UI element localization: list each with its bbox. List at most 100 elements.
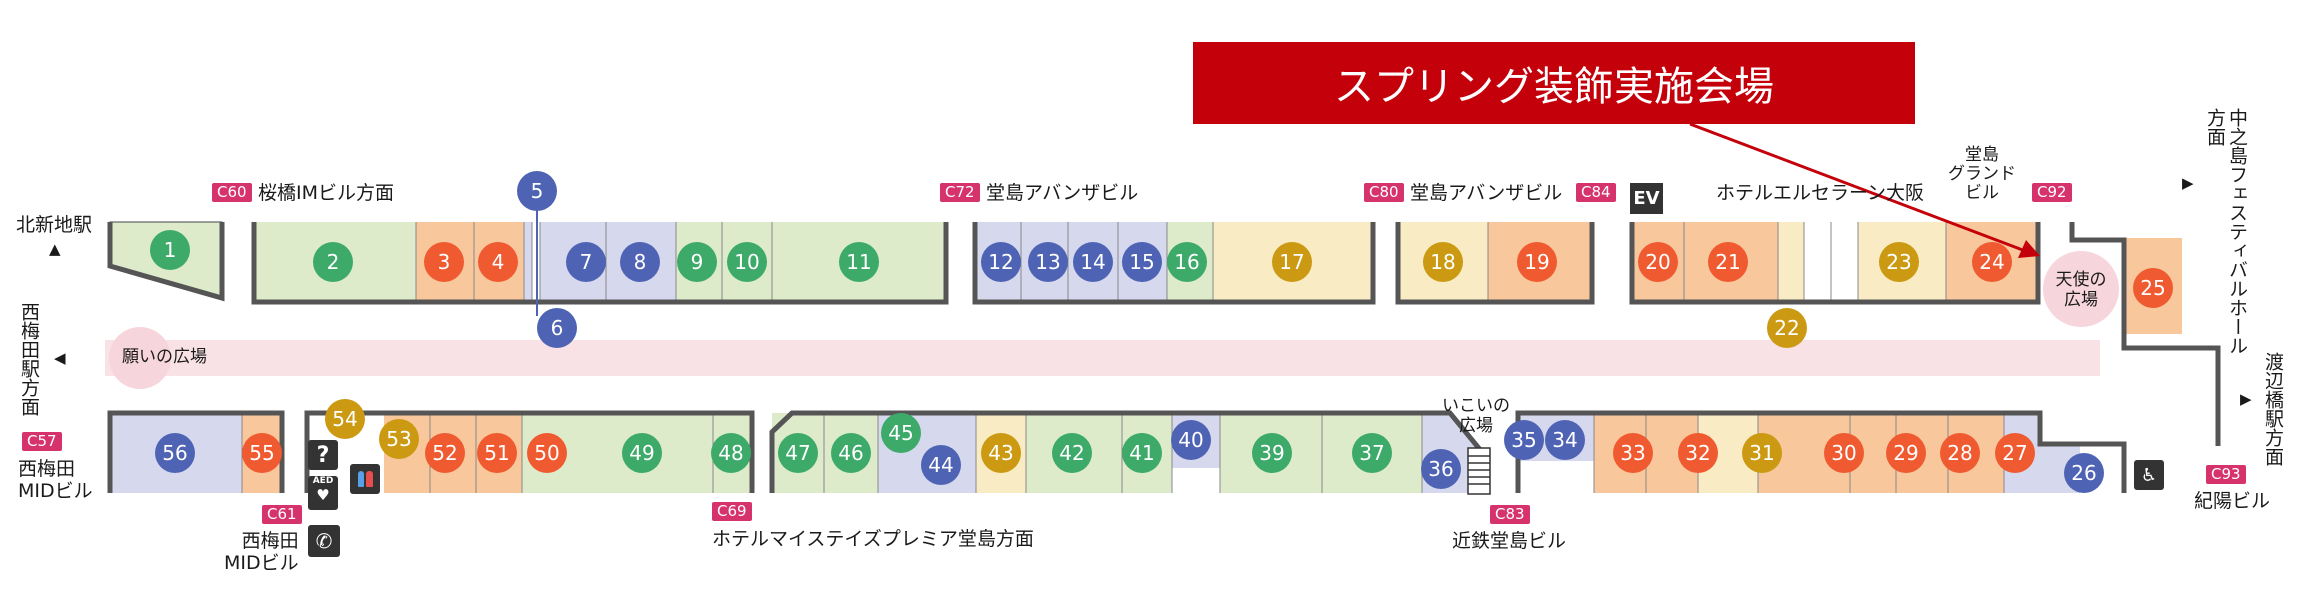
- shop-marker-circle: [1638, 242, 1678, 282]
- shop-marker-46[interactable]: 46: [831, 433, 871, 473]
- shop-marker-circle: [527, 433, 567, 473]
- shop-marker-32[interactable]: 32: [1678, 433, 1718, 473]
- shop-marker-48[interactable]: 48: [711, 433, 751, 473]
- aed-icon: AED ♥: [308, 476, 338, 510]
- shop-marker-3[interactable]: 3: [424, 242, 464, 282]
- shop-marker-number: 20: [1645, 250, 1670, 274]
- spring-decoration-banner: スプリング装飾実施会場: [1193, 42, 1915, 124]
- shop-marker-11[interactable]: 11: [839, 242, 879, 282]
- shop-marker-54[interactable]: 54: [325, 399, 365, 439]
- shop-marker-31[interactable]: 31: [1742, 433, 1782, 473]
- shop-marker-55[interactable]: 55: [242, 433, 282, 473]
- accessible-restroom-icon: ♿: [2134, 460, 2164, 490]
- shop-marker-52[interactable]: 52: [425, 433, 465, 473]
- left-triangle-icon: ◀: [54, 349, 66, 367]
- shop-marker-circle: [379, 419, 419, 459]
- shop-marker-number: 49: [629, 441, 654, 465]
- shop-marker-24[interactable]: 24: [1972, 242, 2012, 282]
- shop-marker-number: 42: [1059, 441, 1084, 465]
- shop-marker-16[interactable]: 16: [1167, 242, 1207, 282]
- shop-marker-circle: [566, 242, 606, 282]
- shop-marker-23[interactable]: 23: [1879, 242, 1919, 282]
- shop-marker-56[interactable]: 56: [155, 433, 195, 473]
- shop-marker-44[interactable]: 44: [921, 445, 961, 485]
- shop-marker-27[interactable]: 27: [1995, 433, 2035, 473]
- elevator-icon: EV: [1630, 183, 1663, 214]
- shop-marker-circle: [1504, 420, 1544, 460]
- shop-marker-10[interactable]: 10: [727, 242, 767, 282]
- shop-marker-7[interactable]: 7: [566, 242, 606, 282]
- shop-marker-43[interactable]: 43: [981, 433, 1021, 473]
- shop-marker-number: 37: [1359, 441, 1384, 465]
- label-kiyo: 紀陽ビル: [2194, 490, 2271, 512]
- shop-marker-circle: [537, 308, 577, 348]
- shop-marker-45[interactable]: 45: [881, 413, 921, 453]
- shop-marker-15[interactable]: 15: [1122, 242, 1162, 282]
- negai-plaza-circle: [109, 327, 171, 389]
- shop-marker-number: 46: [838, 441, 863, 465]
- shop-marker-9[interactable]: 9: [677, 242, 717, 282]
- shop-marker-circle: [325, 399, 365, 439]
- shop-marker-circle: [1122, 242, 1162, 282]
- shop-marker-25[interactable]: 25: [2133, 268, 2173, 308]
- shop-marker-number: 21: [1715, 250, 1740, 274]
- shop-marker-42[interactable]: 42: [1052, 433, 1092, 473]
- shop-marker-4[interactable]: 4: [478, 242, 518, 282]
- shop-marker-6[interactable]: 6: [537, 308, 577, 348]
- shop-marker-53[interactable]: 53: [379, 419, 419, 459]
- shop-marker-number: 23: [1886, 250, 1911, 274]
- shop-marker-circle: [711, 433, 751, 473]
- shop-marker-2[interactable]: 2: [313, 242, 353, 282]
- shop-marker-number: 13: [1035, 250, 1060, 274]
- female-figure-icon: [365, 471, 373, 487]
- shop-marker-number: 3: [438, 250, 451, 274]
- exit-badge: C92: [2032, 183, 2072, 202]
- shop-marker-21[interactable]: 21: [1708, 242, 1748, 282]
- shop-marker-circle: [150, 230, 190, 270]
- shop-marker-29[interactable]: 29: [1886, 433, 1926, 473]
- shop-marker-1[interactable]: 1: [150, 230, 190, 270]
- shop-marker-51[interactable]: 51: [477, 433, 517, 473]
- heart-icon: ♥: [316, 486, 330, 504]
- shop-marker-33[interactable]: 33: [1613, 433, 1653, 473]
- shop-marker-circle: [1972, 242, 2012, 282]
- shop-marker-22[interactable]: 22: [1767, 308, 1807, 348]
- shop-marker-8[interactable]: 8: [620, 242, 660, 282]
- shop-marker-37[interactable]: 37: [1352, 433, 1392, 473]
- shop-marker-5[interactable]: 5: [517, 171, 557, 211]
- shop-marker-number: 9: [691, 250, 704, 274]
- shop-marker-circle: [727, 242, 767, 282]
- shop-marker-49[interactable]: 49: [622, 433, 662, 473]
- ikoi-plaza-label: いこいの 広場: [1442, 396, 1510, 436]
- right-triangle-icon-2: ▶: [2240, 390, 2252, 408]
- shop-marker-19[interactable]: 19: [1517, 242, 1557, 282]
- exit-badge: C80: [1364, 183, 1404, 202]
- shop-marker-50[interactable]: 50: [527, 433, 567, 473]
- shop-marker-26[interactable]: 26: [2064, 453, 2104, 493]
- shop-marker-circle: [1028, 242, 1068, 282]
- shop-marker-18[interactable]: 18: [1423, 242, 1463, 282]
- restroom-icon: [350, 464, 380, 494]
- shop-marker-number: 56: [162, 441, 187, 465]
- shop-marker-36[interactable]: 36: [1421, 449, 1461, 489]
- shop-marker-34[interactable]: 34: [1545, 420, 1585, 460]
- shop-marker-39[interactable]: 39: [1252, 433, 1292, 473]
- shop-marker-35[interactable]: 35: [1504, 420, 1544, 460]
- shop-marker-41[interactable]: 41: [1122, 433, 1162, 473]
- shop-marker-number: 36: [1428, 457, 1453, 481]
- shop-marker-47[interactable]: 47: [778, 433, 818, 473]
- shop-marker-28[interactable]: 28: [1940, 433, 1980, 473]
- shop-marker-number: 34: [1552, 428, 1577, 452]
- shop-marker-number: 17: [1279, 250, 1304, 274]
- shop-marker-30[interactable]: 30: [1824, 433, 1864, 473]
- shop-marker-17[interactable]: 17: [1272, 242, 1312, 282]
- shop-marker-20[interactable]: 20: [1638, 242, 1678, 282]
- shop-marker-40[interactable]: 40: [1171, 420, 1211, 460]
- label-nishiumeda-mid-2: 西梅田 MIDビル: [224, 530, 299, 574]
- shop-marker-circle: [1742, 433, 1782, 473]
- shop-marker-circle: [1252, 433, 1292, 473]
- shop-marker-12[interactable]: 12: [981, 242, 1021, 282]
- shop-marker-14[interactable]: 14: [1073, 242, 1113, 282]
- shop-marker-13[interactable]: 13: [1028, 242, 1068, 282]
